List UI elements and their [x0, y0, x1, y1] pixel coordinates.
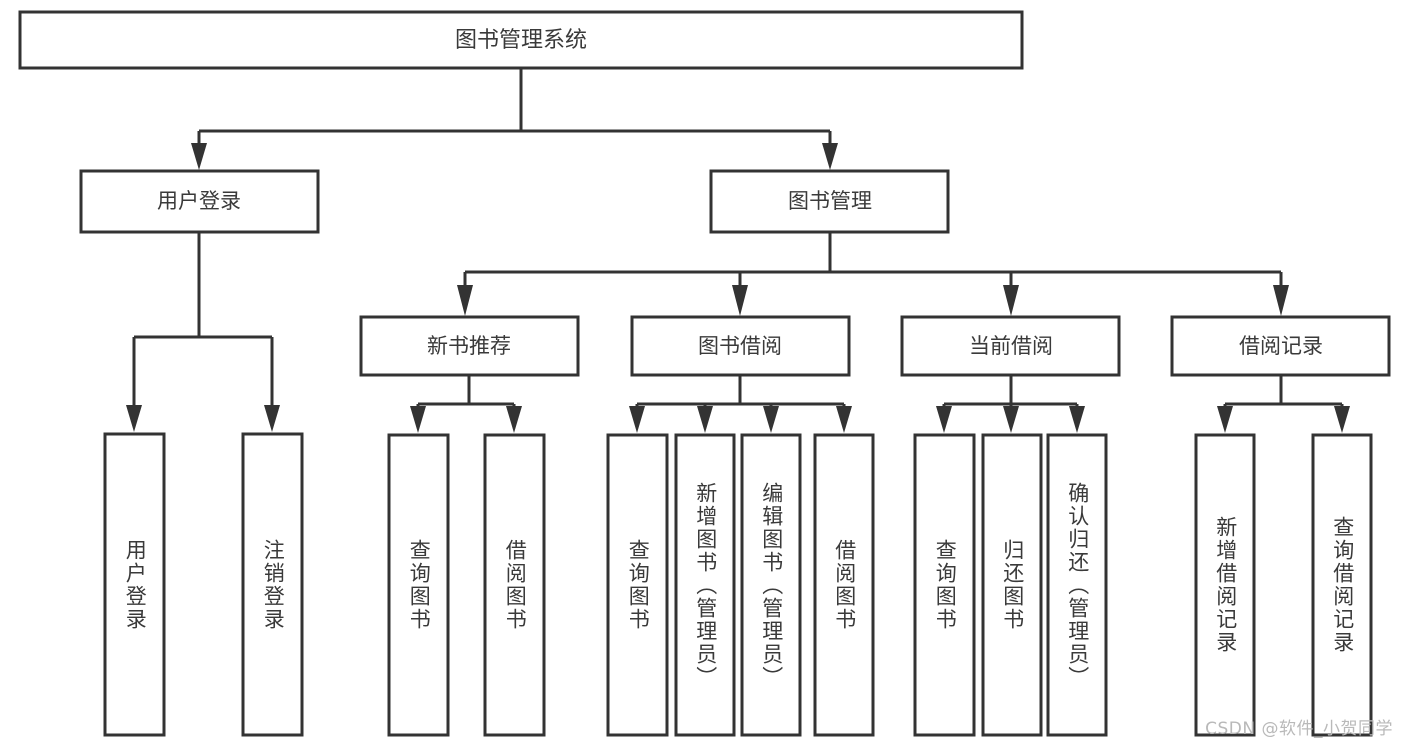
node-root[interactable]: 图书管理系统 [18, 10, 1024, 70]
node-current-borrow-box[interactable] [900, 315, 1121, 377]
arrow-head-book-borrow [732, 285, 748, 316]
node-user-login-label: 用户登录 [157, 189, 241, 213]
node-borrow-record[interactable]: 借阅记录 [1170, 315, 1391, 377]
node-user-login-box[interactable] [79, 169, 320, 234]
connector-group-new-book-recommend [410, 375, 522, 433]
connector-group-current-borrow [936, 375, 1085, 433]
arrow-head-leaf-borrow-book-1 [506, 406, 522, 433]
connector-group-book-borrow [629, 375, 852, 433]
arrow-head-leaf-query-book-1 [410, 406, 426, 433]
node-leaf-return-book-box[interactable] [981, 433, 1043, 737]
node-book-borrow[interactable]: 图书借阅 [630, 315, 851, 377]
node-leaf-query-book-2-box[interactable] [606, 433, 669, 737]
csdn-watermark: CSDN @软件_小贺同学 [1205, 719, 1393, 739]
arrow-head-leaf-add-record [1217, 406, 1233, 433]
connector-group-user-login [126, 232, 280, 432]
node-leaf-query-book-3-box[interactable] [913, 433, 976, 737]
node-current-borrow-label: 当前借阅 [969, 334, 1053, 358]
node-borrow-record-box[interactable] [1170, 315, 1391, 377]
arrow-head-borrow-record [1273, 285, 1289, 316]
node-leaf-add-book-box[interactable] [674, 433, 736, 737]
node-leaf-query-record-box[interactable] [1311, 433, 1373, 737]
node-leaf-edit-book-box[interactable] [740, 433, 802, 737]
node-book-manage[interactable]: 图书管理 [709, 169, 950, 234]
arrow-head-leaf-query-book-3 [936, 406, 952, 433]
arrow-head-leaf-query-record [1334, 406, 1350, 433]
arrow-head-leaf-edit-book [763, 406, 779, 433]
node-leaf-logout-login-box[interactable] [241, 432, 304, 737]
node-leaf-confirm-return-box[interactable] [1046, 433, 1108, 737]
node-borrow-record-label: 借阅记录 [1239, 334, 1323, 358]
connector-group-book-manage [457, 232, 1289, 316]
node-book-borrow-box[interactable] [630, 315, 851, 377]
arrow-head-current-borrow [1003, 285, 1019, 316]
node-book-manage-box[interactable] [709, 169, 950, 234]
arrow-head-book-manage [822, 143, 838, 170]
node-leaf-user-login-box[interactable] [103, 432, 166, 737]
arrow-head-leaf-query-book-2 [629, 406, 645, 433]
arrow-head-user-login [191, 143, 207, 170]
arrow-head-leaf-return-book [1003, 406, 1019, 433]
arrow-head-leaf-user-login [126, 405, 142, 432]
node-book-borrow-label: 图书借阅 [698, 334, 782, 358]
node-new-book-recommend[interactable]: 新书推荐 [359, 315, 580, 377]
node-book-manage-label: 图书管理 [788, 189, 872, 213]
arrow-head-leaf-logout-login [264, 405, 280, 432]
node-user-login[interactable]: 用户登录 [79, 169, 320, 234]
connector-group-borrow-record [1217, 375, 1350, 433]
node-root-box[interactable] [18, 10, 1024, 70]
node-new-book-recommend-label: 新书推荐 [427, 334, 511, 358]
node-leaf-query-book-1-box[interactable] [387, 433, 450, 737]
node-root-label: 图书管理系统 [455, 28, 587, 53]
arrow-head-leaf-confirm-return [1069, 406, 1085, 433]
arrow-head-leaf-add-book [697, 406, 713, 433]
arrow-head-new-book-recommend [457, 285, 473, 316]
arrow-head-leaf-borrow-book-2 [836, 406, 852, 433]
node-leaf-borrow-book-2-box[interactable] [813, 433, 875, 737]
node-leaf-borrow-book-1-box[interactable] [483, 433, 546, 737]
connector-group-root [191, 68, 838, 170]
node-new-book-recommend-box[interactable] [359, 315, 580, 377]
node-leaf-add-record-box[interactable] [1194, 433, 1256, 737]
node-current-borrow[interactable]: 当前借阅 [900, 315, 1121, 377]
